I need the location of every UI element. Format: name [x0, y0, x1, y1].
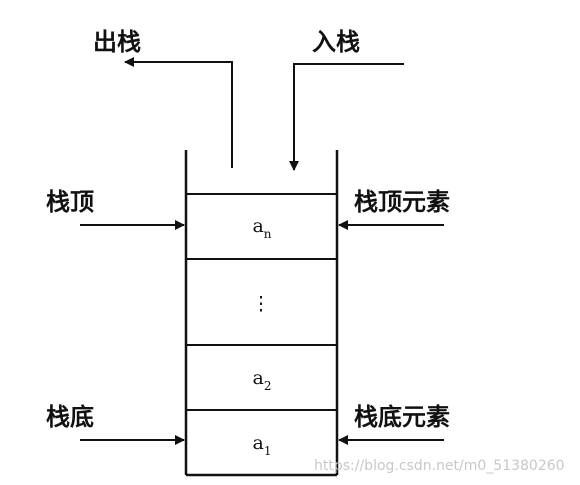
cell-bottom-element: a1 [253, 432, 272, 458]
cell-top-element: an [252, 215, 271, 241]
top-element-label: 栈顶元素 [354, 188, 450, 216]
bottom-label: 栈底 [46, 403, 94, 431]
push-arrow [289, 63, 404, 171]
cell-second-element: a2 [253, 367, 272, 393]
pop-label: 出栈 [93, 28, 141, 56]
top-label: 栈顶 [46, 188, 94, 216]
push-label: 入栈 [312, 28, 360, 56]
cell-ellipsis: ⋮ [252, 293, 271, 315]
bottom-element-label: 栈底元素 [354, 403, 450, 431]
pop-arrow [124, 57, 233, 168]
watermark: https://blog.csdn.net/m0_51380260 [314, 458, 565, 474]
